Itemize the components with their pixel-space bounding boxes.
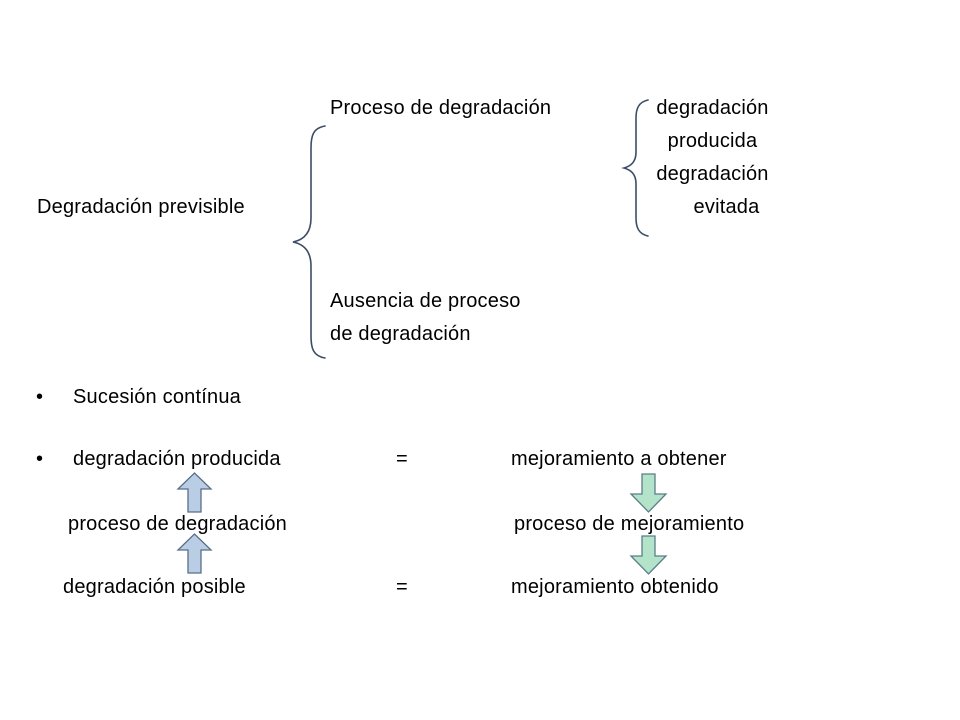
left-middle-label: proceso de degradación (68, 513, 287, 535)
branch-absence-label-line2: de degradación (330, 323, 471, 345)
left-bottom-label: degradación posible (63, 576, 246, 598)
up-arrow-icon (176, 472, 213, 513)
branch-absence-label-line1: Ausencia de proceso (330, 290, 521, 312)
right-bottom-label: mejoramiento obtenido (511, 576, 719, 598)
bullet-item-2: degradación producida (73, 448, 281, 470)
down-arrow-icon (629, 473, 668, 513)
outcome-avoided-label-line2: evitada (693, 196, 760, 218)
branch-process-label: Proceso de degradación (330, 97, 552, 119)
left-brace-icon (292, 125, 326, 359)
bullet-item-1: Sucesión contínua (73, 386, 241, 408)
equals-sign-bottom: = (396, 576, 408, 598)
equals-sign-top: = (396, 448, 408, 470)
outcome-produced-label-line2: producida (667, 130, 758, 152)
bullet-marker-1: • (36, 386, 44, 408)
root-label: Degradación previsible (37, 196, 245, 218)
right-top-label: mejoramiento a obtener (511, 448, 727, 470)
down-arrow-icon (629, 535, 668, 575)
bullet-marker-2: • (36, 448, 44, 470)
up-arrow-icon (176, 533, 213, 574)
outcome-avoided-label-line1: degradación (656, 163, 769, 185)
right-middle-label: proceso de mejoramiento (514, 513, 745, 535)
outcome-produced-label-line1: degradación (656, 97, 769, 119)
